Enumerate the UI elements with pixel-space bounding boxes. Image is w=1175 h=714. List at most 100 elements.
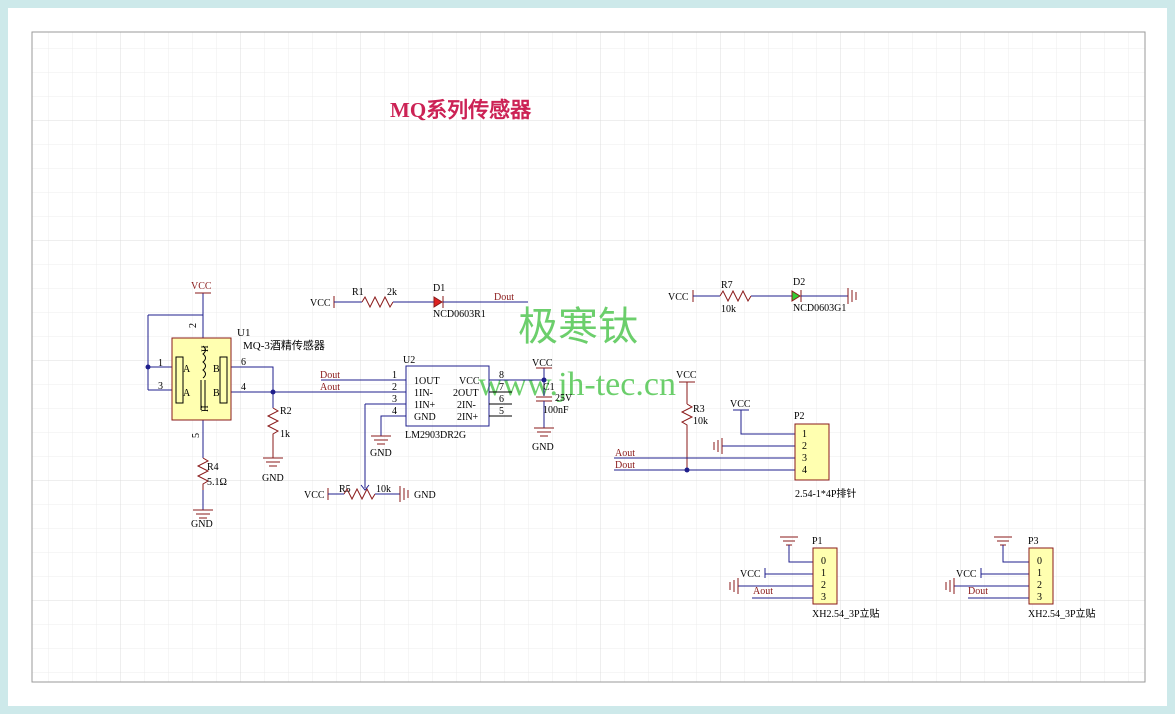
u1-mq-sensor[interactable] (145, 292, 396, 519)
u2-pin-7: 7 (499, 382, 504, 393)
p1-pin-3: 3 (821, 592, 826, 603)
p3-connector[interactable] (945, 536, 1054, 605)
r5-vcc-label: VCC (304, 490, 325, 501)
p3-part: XH2.54_3P立贴 (1028, 607, 1096, 620)
r7-designator: R7 (721, 280, 733, 291)
p1-pin-0: 0 (821, 556, 826, 567)
p2-header-circuit[interactable] (614, 381, 830, 481)
u1-letter-h-top: H (200, 345, 210, 352)
p2-part: 2.54-1*4P排针 (795, 487, 856, 500)
u2-aout-net: Aout (320, 382, 340, 393)
r5-potentiometer[interactable] (327, 482, 409, 502)
p2-vcc-label: VCC (730, 399, 751, 410)
u2-dout-net: Dout (320, 370, 340, 381)
r7-d2-branch[interactable] (692, 288, 857, 304)
p2-pin-1: 1 (802, 429, 807, 440)
r4-gnd-label: GND (191, 519, 213, 530)
watermark-url: www.jh-tec.cn (478, 366, 676, 403)
u2-pin-4: 4 (392, 406, 397, 417)
d2-designator: D2 (793, 277, 805, 288)
u1-pin-2: 2 (188, 323, 199, 328)
p1-part: XH2.54_3P立贴 (812, 607, 880, 620)
r3-value: 10k (693, 416, 708, 427)
u2-name-2in-minus: 2IN- (457, 400, 476, 411)
p3-dout-net: Dout (968, 586, 988, 597)
u2-pin-1: 1 (392, 370, 397, 381)
r1-value: 2k (387, 287, 397, 298)
p3-designator: P3 (1028, 536, 1039, 547)
p3-pin-1: 1 (1037, 568, 1042, 579)
p3-vcc-label: VCC (956, 569, 977, 580)
u1-pin-4: 4 (241, 382, 246, 393)
u2-pin-2: 2 (392, 382, 397, 393)
u2-name-gnd: GND (414, 412, 436, 423)
r2-resistor[interactable] (263, 407, 283, 467)
c1-voltage: 25V (555, 393, 573, 404)
u1-part-name: MQ-3酒精传感器 (243, 339, 325, 352)
d2-part: NCD0603G1 (793, 303, 846, 314)
c1-vcc-label: VCC (532, 358, 553, 369)
u2-part: LM2903DR2G (405, 430, 466, 441)
r5-designator: R5 (339, 484, 351, 495)
u2-name-1in-plus: 1IN+ (414, 400, 436, 411)
r1-designator: R1 (352, 287, 364, 298)
d1-part: NCD0603R1 (433, 309, 486, 320)
r7-vcc-label: VCC (668, 292, 689, 303)
r2-designator: R2 (280, 406, 292, 417)
r1-d1-branch[interactable] (333, 295, 528, 309)
p3-pin-3: 3 (1037, 592, 1042, 603)
r4-designator: R4 (207, 462, 219, 473)
p2-aout-net: Aout (615, 448, 635, 459)
u1-letter-b-bottom: B (213, 388, 220, 399)
u2-designator: U2 (403, 355, 415, 366)
u1-pin-3: 3 (158, 381, 163, 392)
u2-name-2out: 2OUT (453, 388, 479, 399)
p1-pin-2: 2 (821, 580, 826, 591)
u1-pin-5: 5 (191, 433, 202, 438)
p2-pin-4: 4 (802, 465, 807, 476)
watermark-brand: 极寒钛 (518, 304, 638, 349)
p2-designator: P2 (794, 411, 805, 422)
r2-gnd-label: GND (262, 473, 284, 484)
p3-pin-0: 0 (1037, 556, 1042, 567)
r1-vcc-label: VCC (310, 298, 331, 309)
u2-pin-3: 3 (392, 394, 397, 405)
r7-value: 10k (721, 304, 736, 315)
u1-letter-a-top: A (183, 364, 191, 375)
p1-pin-1: 1 (821, 568, 826, 579)
r2-value: 1k (280, 429, 290, 440)
u1-designator: U1 (237, 327, 250, 339)
u2-name-1out: 1OUT (414, 376, 440, 387)
p2-pin-2: 2 (802, 441, 807, 452)
u2-name-2in-plus: 2IN+ (457, 412, 479, 423)
r3-vcc-label: VCC (676, 370, 697, 381)
u2-pin-8: 8 (499, 370, 504, 381)
c1-designator: C1 (543, 382, 555, 393)
p1-connector[interactable] (729, 536, 838, 605)
u2-name-1in-minus: 1IN- (414, 388, 433, 399)
sheet-title: MQ系列传感器 (390, 98, 532, 122)
u1-vcc-label: VCC (191, 281, 212, 292)
c1-capacitor[interactable] (534, 367, 554, 437)
u1-letter-h-bottom: H (200, 405, 210, 412)
c1-value: 100nF (543, 405, 569, 416)
u2-gnd-label: GND (370, 448, 392, 459)
u1-letter-a-bottom: A (183, 388, 191, 399)
r4-value: 5.1Ω (207, 477, 227, 488)
u2-name-vcc: VCC (459, 376, 480, 387)
d1-designator: D1 (433, 283, 445, 294)
p2-dout-net: Dout (615, 460, 635, 471)
p1-vcc-label: VCC (740, 569, 761, 580)
d1-dout-net: Dout (494, 292, 514, 303)
u1-pin-6: 6 (241, 357, 246, 368)
p1-designator: P1 (812, 536, 823, 547)
p1-aout-net: Aout (753, 586, 773, 597)
r5-value: 10k (376, 484, 391, 495)
u2-pin-6: 6 (499, 394, 504, 405)
u2-comparator[interactable] (321, 365, 547, 488)
u1-letter-b-top: B (213, 364, 220, 375)
c1-gnd-label: GND (532, 442, 554, 453)
p3-pin-2: 2 (1037, 580, 1042, 591)
r5-gnd-label: GND (414, 490, 436, 501)
